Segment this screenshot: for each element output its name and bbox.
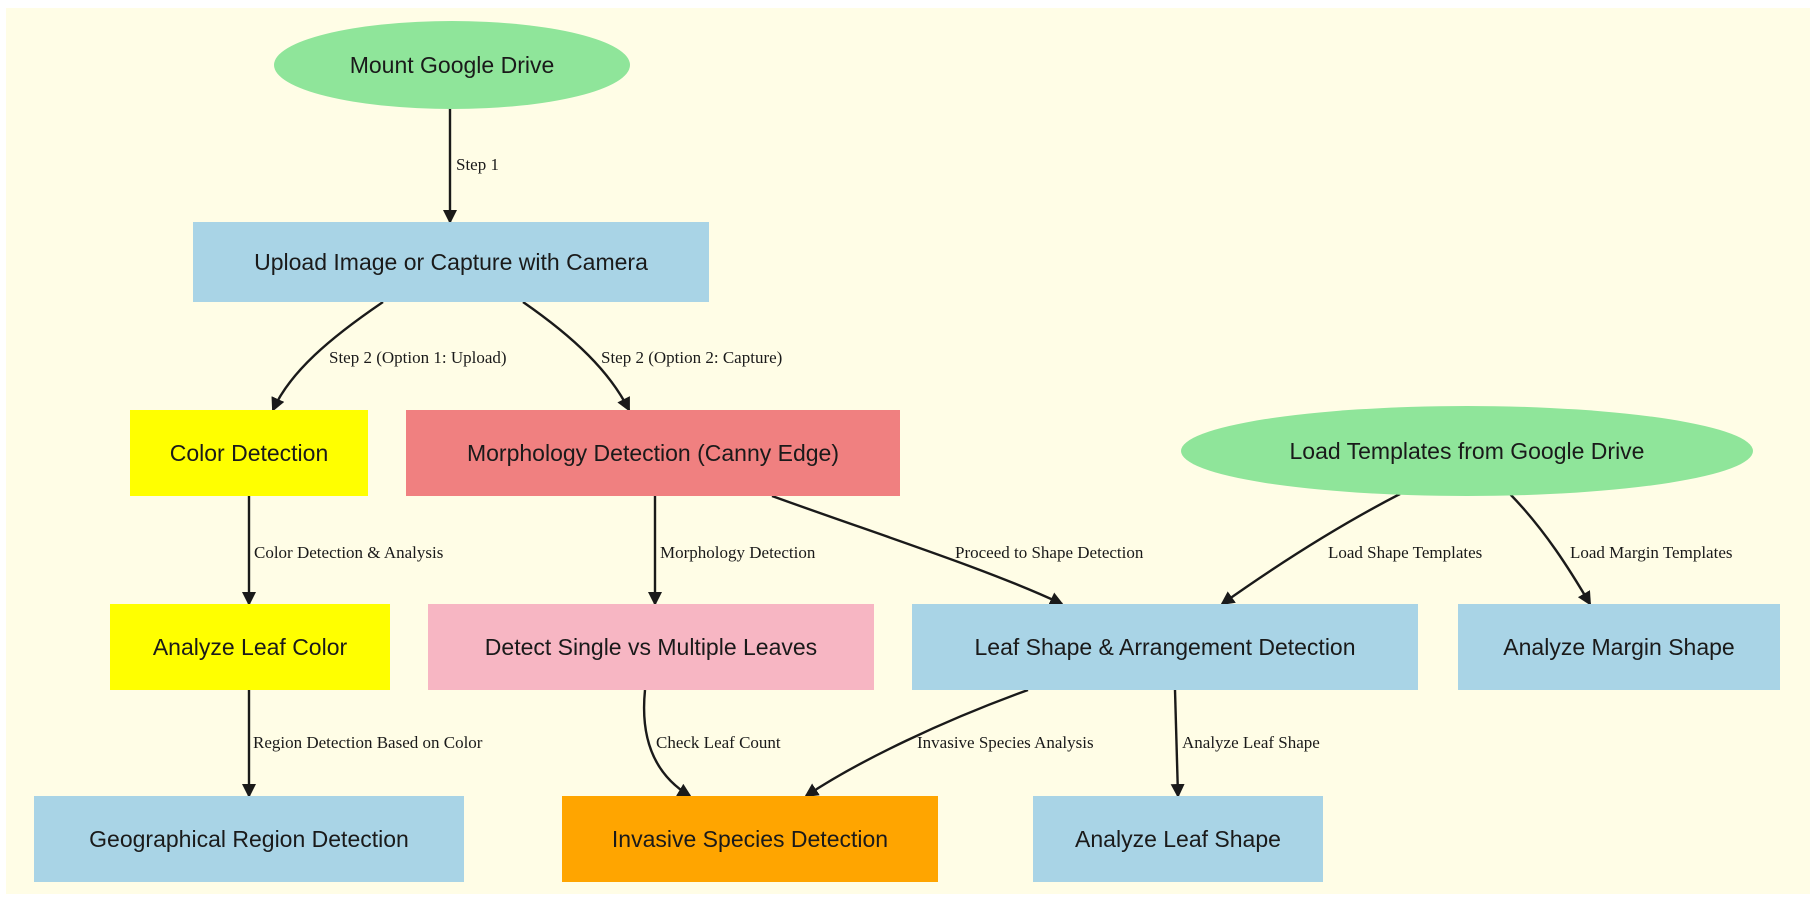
node-analyze-leaf-shape-label: Analyze Leaf Shape — [1075, 826, 1281, 852]
edge-label-proceed-shape: Proceed to Shape Detection — [955, 543, 1144, 562]
edge-label-load-margin-templates: Load Margin Templates — [1570, 543, 1732, 562]
edge-label-load-shape-templates: Load Shape Templates — [1328, 543, 1482, 562]
edge-morphology-to-leaf-shape — [771, 494, 1064, 606]
edge-label-region-color: Region Detection Based on Color — [253, 733, 483, 752]
node-analyze-leaf-color-label: Analyze Leaf Color — [153, 634, 348, 660]
node-analyze-margin-shape — [1458, 604, 1780, 690]
node-upload-image-label: Upload Image or Capture with Camera — [254, 249, 648, 275]
edge-label-step2-capture: Step 2 (Option 2: Capture) — [601, 348, 782, 367]
edge-leaf-shape-to-analyze-shape — [1170, 689, 1185, 798]
edge-templates-to-margin — [1509, 493, 1592, 606]
edge-leaf-shape-to-invasive — [804, 688, 1029, 798]
node-detect-leaves-shape — [428, 604, 874, 690]
node-morphology-shape — [406, 410, 900, 496]
node-geographical-region-label: Geographical Region Detection — [89, 826, 409, 852]
node-geographical-region-shape — [34, 796, 464, 882]
node-color-detection-label: Color Detection — [170, 440, 329, 466]
edge-label-color-analysis: Color Detection & Analysis — [254, 543, 443, 562]
node-analyze-leaf-color-shape — [110, 604, 390, 690]
edge-detect-leaves-to-invasive — [642, 689, 692, 798]
edge-label-morphology: Morphology Detection — [660, 543, 816, 562]
node-invasive-species-label: Invasive Species Detection — [612, 826, 888, 852]
node-load-templates-shape — [1181, 406, 1753, 496]
node-morphology-label: Morphology Detection (Canny Edge) — [467, 440, 839, 466]
edge-upload-to-color — [271, 301, 384, 412]
node-load-templates-label: Load Templates from Google Drive — [1290, 438, 1645, 464]
node-upload-image-shape — [193, 222, 709, 302]
edge-label-analyze-leaf-shape: Analyze Leaf Shape — [1182, 733, 1320, 752]
edge-label-invasive-analysis: Invasive Species Analysis — [917, 733, 1094, 752]
edge-label-check-leaf-count: Check Leaf Count — [656, 733, 781, 752]
node-mount-drive-label: Mount Google Drive — [350, 52, 555, 78]
node-detect-leaves-label: Detect Single vs Multiple Leaves — [485, 634, 817, 660]
node-leaf-shape-arrangement-label: Leaf Shape & Arrangement Detection — [974, 634, 1355, 660]
node-invasive-species-shape — [562, 796, 938, 882]
node-mount-drive-shape — [274, 21, 630, 109]
node-leaf-shape-arrangement-shape — [912, 604, 1418, 690]
node-analyze-margin-label: Analyze Margin Shape — [1503, 634, 1734, 660]
node-analyze-leaf-shape-shape — [1033, 796, 1323, 882]
edge-label-step1: Step 1 — [456, 155, 499, 174]
edge-templates-to-leaf-shape — [1220, 492, 1401, 606]
node-color-detection-shape — [130, 410, 368, 496]
edge-upload-to-morphology — [522, 301, 631, 412]
edge-label-step2-upload: Step 2 (Option 1: Upload) — [329, 348, 507, 367]
